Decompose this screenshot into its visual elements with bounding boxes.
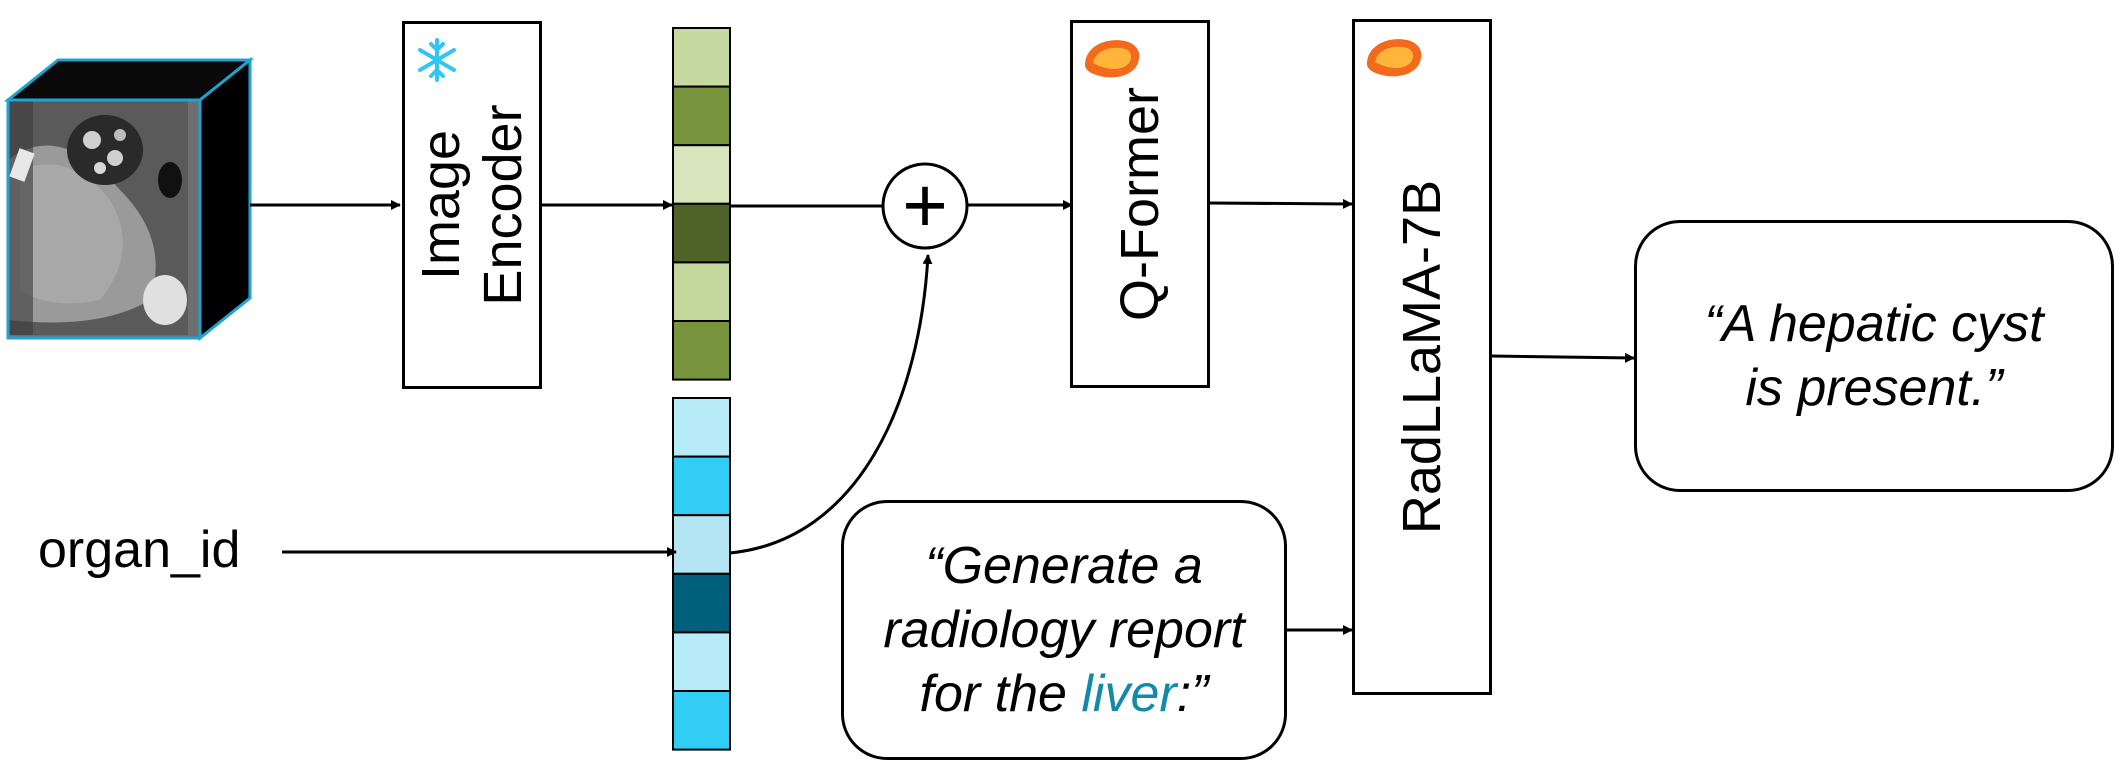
organ-embedding-cell-4 — [672, 572, 731, 634]
prompt-line3: for the liver:” — [883, 662, 1244, 726]
fusion-symbol: + — [902, 161, 948, 249]
image-feature-cell-1 — [672, 27, 731, 88]
snowflake-icon — [418, 38, 456, 82]
llm-label: RadLLaMA-7B — [1392, 179, 1452, 535]
organ-embedding-cell-2 — [672, 455, 731, 517]
output-box: “A hepatic cyst is present.” — [1634, 220, 2114, 492]
image-feature-cell-6 — [672, 320, 731, 381]
image-encoder-label: Image Encoder — [410, 104, 534, 305]
prompt-line3-prefix: for the — [919, 665, 1082, 723]
prompt-line1: “Generate a — [925, 537, 1203, 595]
image-feature-cell-2 — [672, 85, 731, 147]
prompt-line2: radiology report — [883, 601, 1245, 659]
arrow-llm-to-output — [1489, 352, 1635, 363]
prompt-organ-highlight: liver — [1081, 665, 1177, 723]
image-feature-cell-3 — [672, 144, 731, 205]
flame-icon — [1367, 39, 1422, 77]
image-feature-cell-5 — [672, 261, 731, 322]
prompt-line3-suffix: :” — [1176, 665, 1209, 723]
ct-volume-image — [3, 56, 255, 342]
arrow-embedding-to-fusion — [729, 254, 933, 555]
qformer-box: Q-Former — [1070, 20, 1210, 388]
image-encoder-label-line1: Image — [411, 129, 471, 281]
llm-box: RadLLaMA-7B — [1352, 19, 1492, 695]
organ-embedding-cell-5 — [672, 631, 731, 693]
arrow-qformer-to-llm — [1207, 198, 1353, 209]
organ-embedding-cell-3 — [672, 514, 731, 575]
flame-icon — [1085, 40, 1140, 78]
image-feature-vector — [672, 27, 731, 381]
organ-id-label: organ_id — [38, 521, 241, 579]
organ-embedding-cell-6 — [672, 690, 731, 751]
organ-embedding-vector — [672, 397, 731, 751]
output-line1: “A hepatic cyst — [1704, 295, 2044, 353]
image-feature-cell-4 — [672, 202, 731, 264]
image-encoder-box: Image Encoder — [402, 21, 542, 389]
qformer-label: Q-Former — [1110, 87, 1170, 321]
prompt-box: “Generate a radiology report for the liv… — [841, 500, 1287, 760]
organ-embedding-cell-1 — [672, 397, 731, 458]
fusion-add-node: + — [881, 161, 969, 250]
output-line2: is present.” — [1745, 359, 2003, 417]
image-encoder-label-line2: Encoder — [473, 104, 533, 306]
